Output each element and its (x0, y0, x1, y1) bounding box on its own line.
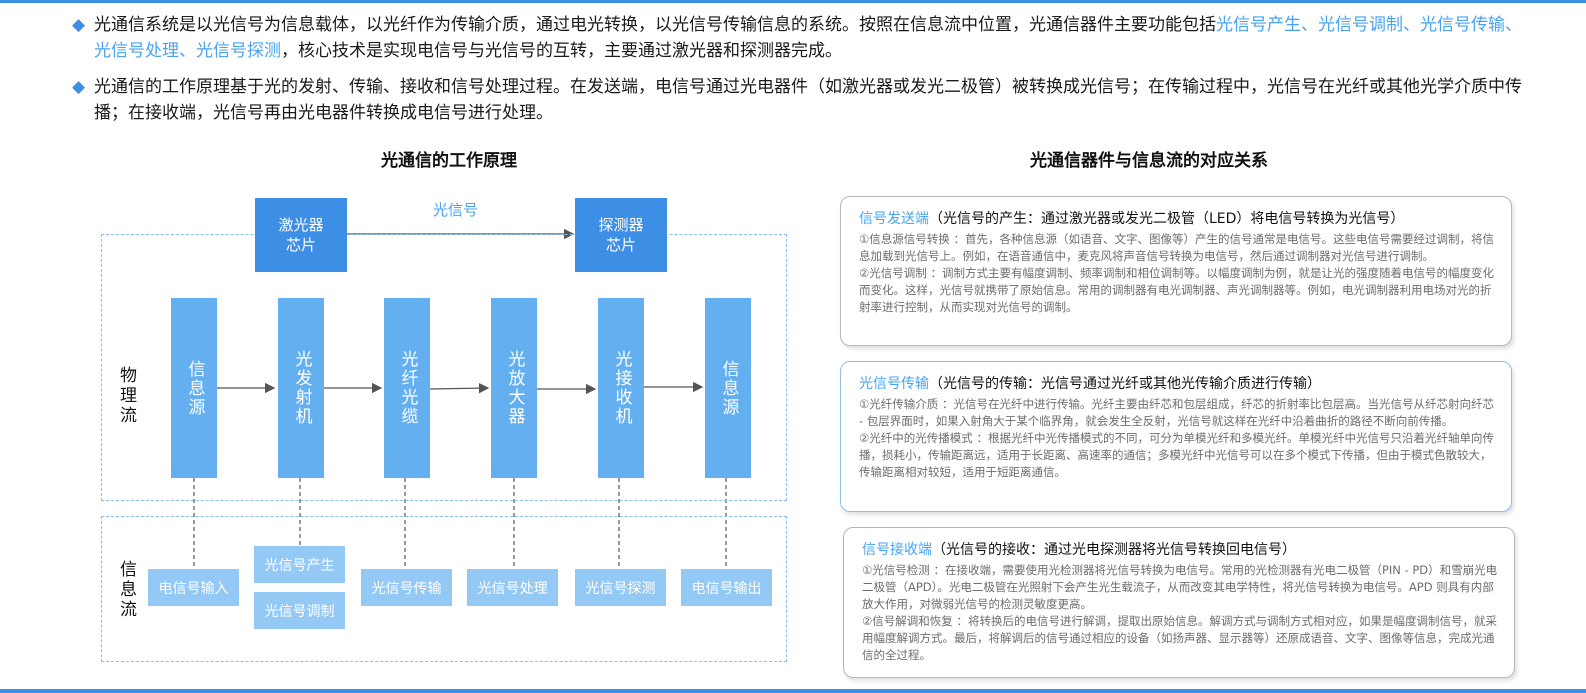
left-section-title: 光通信的工作原理 (381, 151, 517, 171)
stage-optical-fiber-cable: 光纤光缆 (384, 298, 430, 478)
card-transmission-point-1: ①光纤传输介质 ：光信号在光纤中进行传输。光纤主要由纤芯和包层组成，纤芯的折射率… (859, 397, 1494, 428)
card-receiver: 信号接收端（光信号的接收：通过光电探测器将光信号转换回电信号） ①光信号检测 ：… (843, 527, 1515, 678)
info-signal-generation: 光信号产生 (254, 546, 345, 583)
stage-optical-transmitter: 光发射机 (278, 298, 324, 478)
card-transmitter: 信号发送端（光信号的产生：通过激光器或发光二极管（LED）将电信号转换为光信号）… (840, 196, 1512, 346)
top-accent-rule (0, 0, 1586, 3)
info-signal-modulation: 光信号调制 (254, 592, 345, 629)
card-transmission-subtitle: （光信号的传输：光信号通过光纤或其他光传输介质进行传输） (929, 376, 1321, 392)
card-transmission-title: 光信号传输 (859, 376, 929, 392)
physical-flow-region (101, 234, 787, 501)
diamond-bullet-icon: ◆ (72, 15, 86, 35)
intro-text-1: 光通信系统是以光信号为信息载体，以光纤作为传输介质，通过电光转换，以光信号传输信… (94, 15, 1216, 35)
card-transmission: 光信号传输（光信号的传输：光信号通过光纤或其他光传输介质进行传输） ①光纤传输介… (840, 361, 1512, 512)
detector-chip-box: 探测器 芯片 (575, 198, 667, 272)
card-transmitter-subtitle: （光信号的产生：通过激光器或发光二极管（LED）将电信号转换为光信号） (929, 211, 1405, 227)
card-transmission-point-2: ②光纤中的光传播模式 ：根据光纤中光传播模式的不同，可分为单模光纤和多模光纤。单… (859, 431, 1494, 479)
card-transmitter-point-1: ①信息源信号转换 ：首先，各种信息源（如语音、文字、图像等）产生的信号通常是电信… (859, 232, 1494, 263)
bottom-accent-rule (0, 689, 1586, 693)
info-electrical-output: 电信号输出 (681, 569, 772, 606)
right-section-title: 光通信器件与信息流的对应关系 (1030, 151, 1268, 171)
intro-text-1-end: ，核心技术是实现电信号与光信号的互转，主要通过激光器和探测器完成。 (281, 41, 842, 61)
info-signal-processing: 光信号处理 (467, 569, 558, 606)
card-transmitter-title: 信号发送端 (859, 211, 929, 227)
card-receiver-point-1: ①光信号检测 ：在接收端，需要使用光检测器将光信号转换为电信号。常用的光检测器有… (862, 563, 1498, 611)
intro-highlight: 光信号产生、光信号调制、光信号传输、光信号处理、光信号探测 (94, 15, 1522, 61)
diamond-bullet-icon: ◆ (72, 77, 86, 97)
physical-flow-label: 物理流 (116, 366, 136, 426)
laser-chip-box: 激光器 芯片 (255, 198, 347, 272)
stage-optical-receiver: 光接收机 (598, 298, 644, 478)
intro-paragraph-1: ◆ 光通信系统是以光信号为信息载体，以光纤作为传输介质，通过电光转换，以光信号传… (72, 12, 1522, 64)
info-signal-detection: 光信号探测 (575, 569, 666, 606)
intro-text-2: 光通信的工作原理基于光的发射、传输、接收和信号处理过程。在发送端，电信号通过光电… (94, 77, 1522, 123)
card-receiver-subtitle: （光信号的接收：通过光电探测器将光信号转换回电信号） (932, 542, 1296, 558)
stage-optical-amplifier: 光放大器 (491, 298, 537, 478)
card-receiver-title: 信号接收端 (862, 542, 932, 558)
stage-information-source: 信息源 (171, 298, 217, 478)
optical-signal-label: 光信号 (433, 201, 479, 219)
info-signal-transmission: 光信号传输 (361, 569, 452, 606)
intro-paragraph-2: ◆ 光通信的工作原理基于光的发射、传输、接收和信号处理过程。在发送端，电信号通过… (72, 74, 1522, 126)
info-flow-label: 信息流 (116, 560, 136, 620)
card-receiver-point-2: ②信号解调和恢复 ：将转换后的电信号进行解调，提取出原始信息。解调方式与调制方式… (862, 614, 1497, 662)
info-electrical-input: 电信号输入 (148, 569, 239, 606)
info-flow-region (101, 516, 787, 662)
stage-information-sink: 信息源 (705, 298, 751, 478)
card-transmitter-point-2: ②光信号调制 ：调制方式主要有幅度调制、频率调制和相位调制等。以幅度调制为例，就… (859, 266, 1494, 314)
